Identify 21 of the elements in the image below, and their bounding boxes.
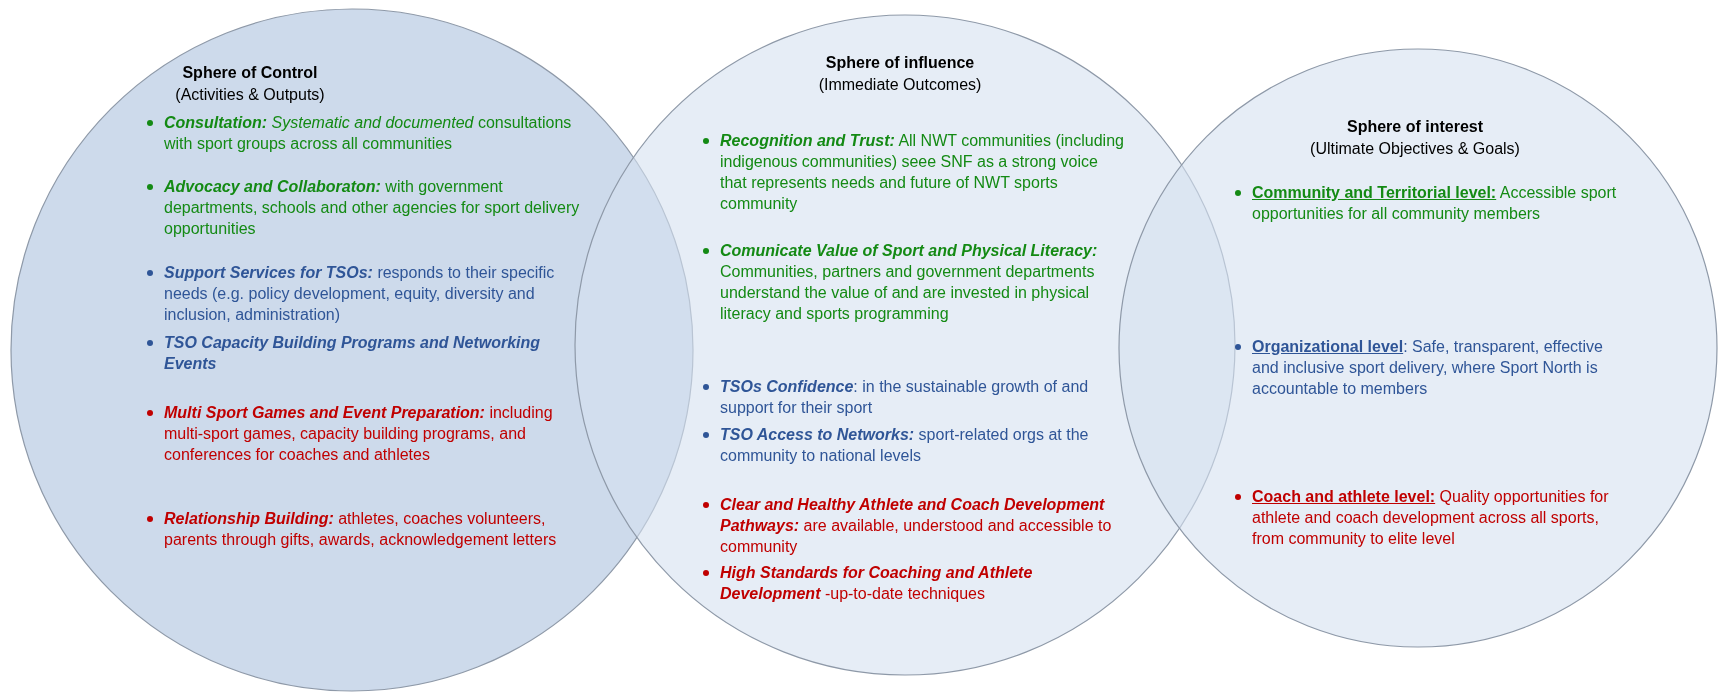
sphere-title: Sphere of interest (1346, 117, 1484, 137)
sphere-title: Sphere of influence (824, 53, 976, 73)
bullet-item: Relationship Building: athletes, coaches volunteers, parents through gifts, awards, acknowledgement letters (163, 509, 558, 550)
sphere-subtitle: (Activities & Outputs) (174, 85, 326, 105)
bullet-item: TSO Access to Networks: sport-related orgs at the community to national levels (719, 425, 1090, 466)
bullet-item: Coach and athlete level: Quality opportunities for athlete and coach development across all sports, from community to elite level (1251, 487, 1610, 549)
bullet-item: TSOs Confidence: in the sustainable growth of and support for their sport (719, 377, 1090, 418)
bullet-item: Recognition and Trust: All NWT communities (including indigenous communities) seee SNF as a strong voice that represents needs and future of NWT sports community (719, 131, 1125, 214)
bullet-item: Clear and Healthy Athlete and Coach Development Pathways: are available, understood and accessible to community (719, 495, 1113, 557)
bullet-item: High Standards for Coaching and Athlete Development -up-to-date techniques (719, 563, 1034, 604)
sphere-subtitle: (Ultimate Objectives & Goals) (1309, 139, 1521, 159)
bullet-item: Community and Territorial level: Accessible sport opportunities for all community members (1251, 183, 1618, 224)
bullet-item: Comunicate Value of Sport and Physical Literacy: Communities, partners and government departments understand the value of and are invested in physical literacy and sports programming (719, 241, 1099, 324)
bullet-item: TSO Capacity Building Programs and Networking Events (163, 333, 542, 374)
bullet-item: Organizational level: Safe, transparent, effective and inclusive sport delivery, where Sport North is accountable to members (1251, 337, 1604, 399)
bullet-item: Consultation: Systematic and documented consultations with sport groups across all communities (163, 113, 573, 154)
bullet-item: Advocacy and Collaboraton: with government departments, schools and other agencies for sport delivery opportunities (163, 177, 581, 239)
bullet-item: Multi Sport Games and Event Preparation: including multi-sport games, capacity building programs, and conferences for coaches and athletes (163, 403, 554, 465)
bullet-item: Support Services for TSOs: responds to their specific needs (e.g. policy development, equity, diversity and inclusion, administration) (163, 263, 556, 325)
sphere-title: Sphere of Control (181, 63, 319, 83)
sphere-subtitle: (Immediate Outcomes) (817, 75, 983, 95)
